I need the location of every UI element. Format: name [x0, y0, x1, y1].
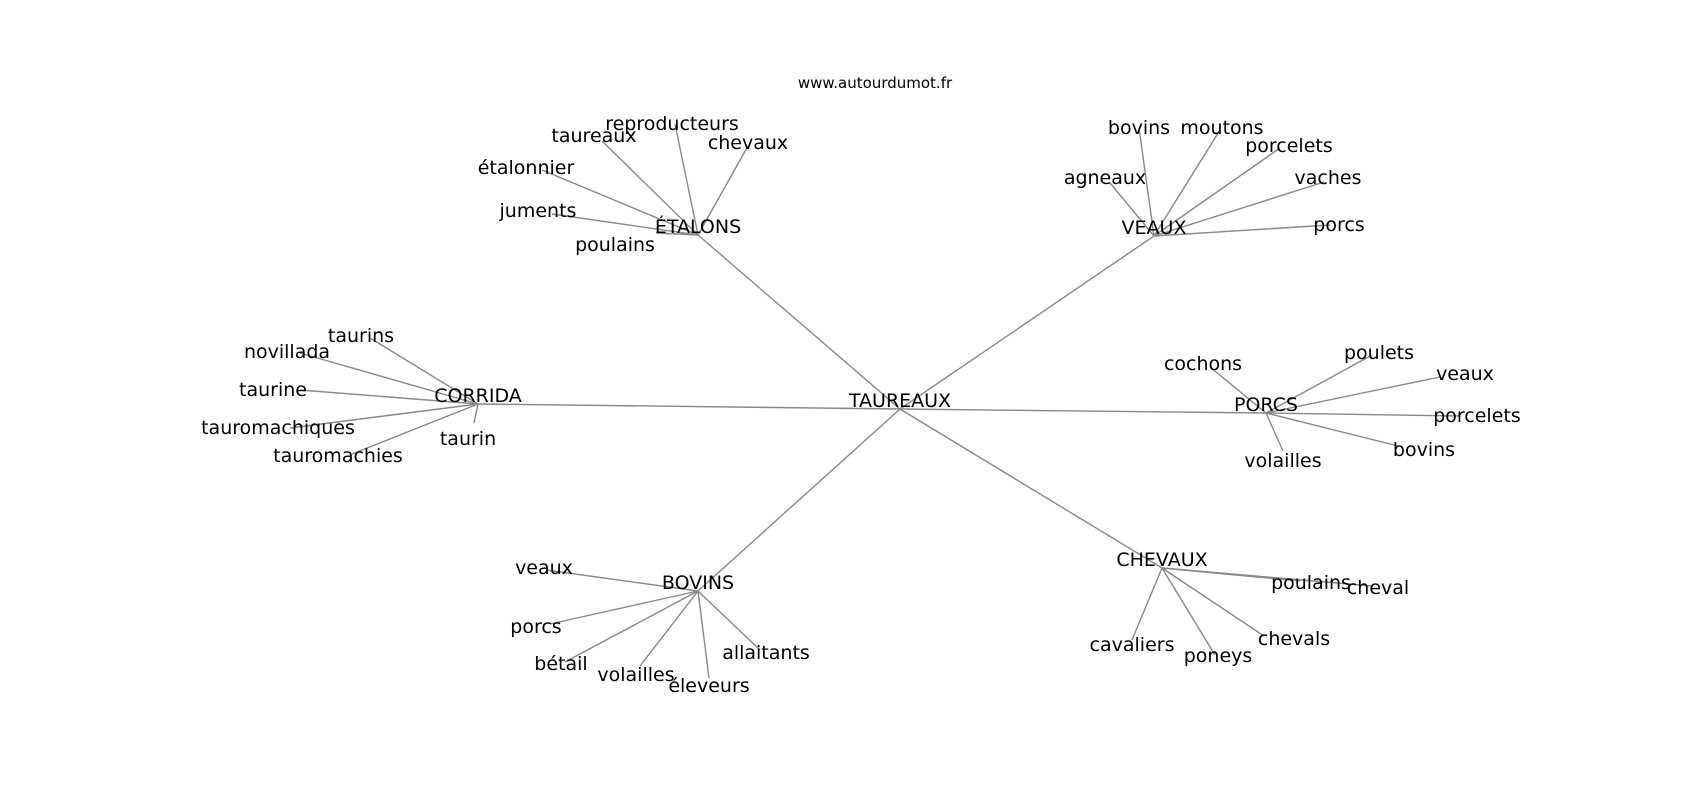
leaf-node-bovins-volailles: volailles	[597, 664, 674, 686]
edge-etalons-etalonnier	[541, 169, 699, 236]
cluster-node-chevaux: CHEVAUX	[1116, 549, 1207, 571]
leaf-node-veaux-agneaux: agneaux	[1064, 167, 1146, 189]
edge-root-veaux	[899, 235, 1155, 410]
edge-veaux-bovins	[1138, 127, 1155, 237]
edge-bovins-eleveurs	[697, 590, 710, 679]
leaf-node-porcs-cochons: cochons	[1164, 353, 1242, 375]
cluster-node-porcs: PORCS	[1234, 394, 1298, 416]
edge-bovins-betail	[564, 590, 699, 663]
leaf-node-veaux-porcs: porcs	[1313, 214, 1364, 236]
leaf-node-corrida-taurins: taurins	[328, 325, 394, 347]
leaf-node-chevaux-poulains: poulains	[1271, 572, 1351, 594]
leaf-node-etalons-juments: juments	[499, 200, 577, 222]
leaf-node-etalons-poulains: poulains	[575, 234, 655, 256]
leaf-node-bovins-eleveurs: éleveurs	[668, 675, 749, 697]
edge-porcs-porcelets	[1265, 412, 1461, 417]
edge-chevaux-cheval	[1161, 567, 1373, 587]
edge-root-chevaux	[899, 408, 1163, 569]
edge-chevaux-poneys	[1161, 567, 1216, 656]
edge-root-etalons	[697, 234, 901, 410]
leaf-node-veaux-bovins: bovins	[1108, 117, 1170, 139]
leaf-node-chevaux-poneys: poneys	[1184, 645, 1253, 667]
leaf-node-bovins-betail: bétail	[534, 653, 587, 675]
edge-root-porcs	[899, 408, 1267, 414]
cluster-node-corrida: CORRIDA	[434, 385, 522, 407]
leaf-node-etalons-chevaux: chevaux	[708, 132, 788, 154]
edge-corrida-tauromachies	[351, 403, 479, 455]
leaf-node-bovins-porcs: porcs	[510, 616, 561, 638]
edge-bovins-veaux	[545, 569, 699, 592]
edge-porcs-cochons	[1209, 366, 1267, 414]
edge-bovins-porcs	[549, 590, 699, 625]
edge-etalons-taureaux	[601, 140, 699, 236]
leaf-node-corrida-novillada: novillada	[244, 341, 330, 363]
edge-porcs-veaux	[1265, 376, 1441, 414]
edge-corrida-tauromachiques	[289, 403, 479, 429]
edge-porcs-bovins	[1265, 412, 1399, 447]
root-node-label: TAUREAUX	[848, 390, 951, 412]
source-label: www.autourdumot.fr	[798, 74, 953, 92]
leaf-node-bovins-allaitants: allaitants	[722, 642, 810, 664]
leaf-node-corrida-tauromachiques: tauromachiques	[201, 417, 355, 439]
edge-corrida-taurin	[473, 403, 479, 424]
edge-etalons-juments	[551, 213, 699, 236]
leaf-node-corrida-taurine: taurine	[239, 379, 307, 401]
edge-chevaux-cavaliers	[1131, 567, 1163, 641]
leaf-node-bovins-veaux: veaux	[515, 557, 573, 579]
leaf-node-etalons-etalonnier: étalonnier	[478, 157, 575, 179]
edge-porcs-volailles	[1265, 412, 1284, 452]
leaf-node-porcs-poulets: poulets	[1344, 342, 1414, 364]
edge-etalons-reproducteurs	[674, 123, 699, 236]
leaf-node-corrida-tauromachies: tauromachies	[273, 445, 403, 467]
leaf-node-porcs-bovins: bovins	[1393, 439, 1455, 461]
cluster-node-bovins: BOVINS	[662, 572, 734, 594]
edge-chevaux-chevals	[1161, 567, 1265, 637]
edge-bovins-volailles	[639, 590, 699, 667]
leaf-node-porcs-porcelets: porcelets	[1433, 405, 1521, 427]
leaf-node-corrida-taurin: taurin	[440, 428, 496, 450]
leaf-node-etalons-taureaux: taureaux	[551, 125, 636, 147]
leaf-node-porcs-veaux: veaux	[1436, 363, 1494, 385]
edge-veaux-agneaux	[1109, 182, 1155, 237]
edge-veaux-porcs	[1153, 224, 1331, 237]
edges-layer	[289, 123, 1461, 679]
leaf-node-chevaux-chevals: chevals	[1258, 628, 1330, 650]
edge-corrida-novillada	[299, 352, 479, 405]
leaf-node-porcs-volailles: volailles	[1244, 450, 1321, 472]
edge-veaux-moutons	[1153, 129, 1221, 237]
leaf-node-veaux-vaches: vaches	[1295, 167, 1362, 189]
edge-root-corrida	[477, 403, 901, 410]
leaf-node-veaux-moutons: moutons	[1180, 117, 1263, 139]
edge-etalons-poulains	[655, 232, 699, 236]
edge-porcs-poulets	[1265, 354, 1373, 414]
leaf-node-etalons-reproducteurs: reproducteurs	[605, 113, 739, 135]
leaf-node-chevaux-cavaliers: cavaliers	[1090, 634, 1175, 656]
edge-veaux-vaches	[1153, 181, 1325, 237]
leaf-node-chevaux-cheval: cheval	[1347, 577, 1409, 599]
cluster-node-veaux: VEAUX	[1122, 217, 1187, 239]
edge-etalons-chevaux	[697, 145, 749, 236]
edge-corrida-taurine	[299, 389, 479, 405]
edge-bovins-allaitants	[697, 590, 761, 651]
leaf-node-veaux-porcelets: porcelets	[1245, 135, 1333, 157]
edge-corrida-taurins	[369, 337, 479, 405]
edge-root-bovins	[697, 408, 901, 592]
cluster-node-etalons: ÉTALONS	[655, 215, 741, 238]
edge-veaux-porcelets	[1153, 147, 1281, 237]
